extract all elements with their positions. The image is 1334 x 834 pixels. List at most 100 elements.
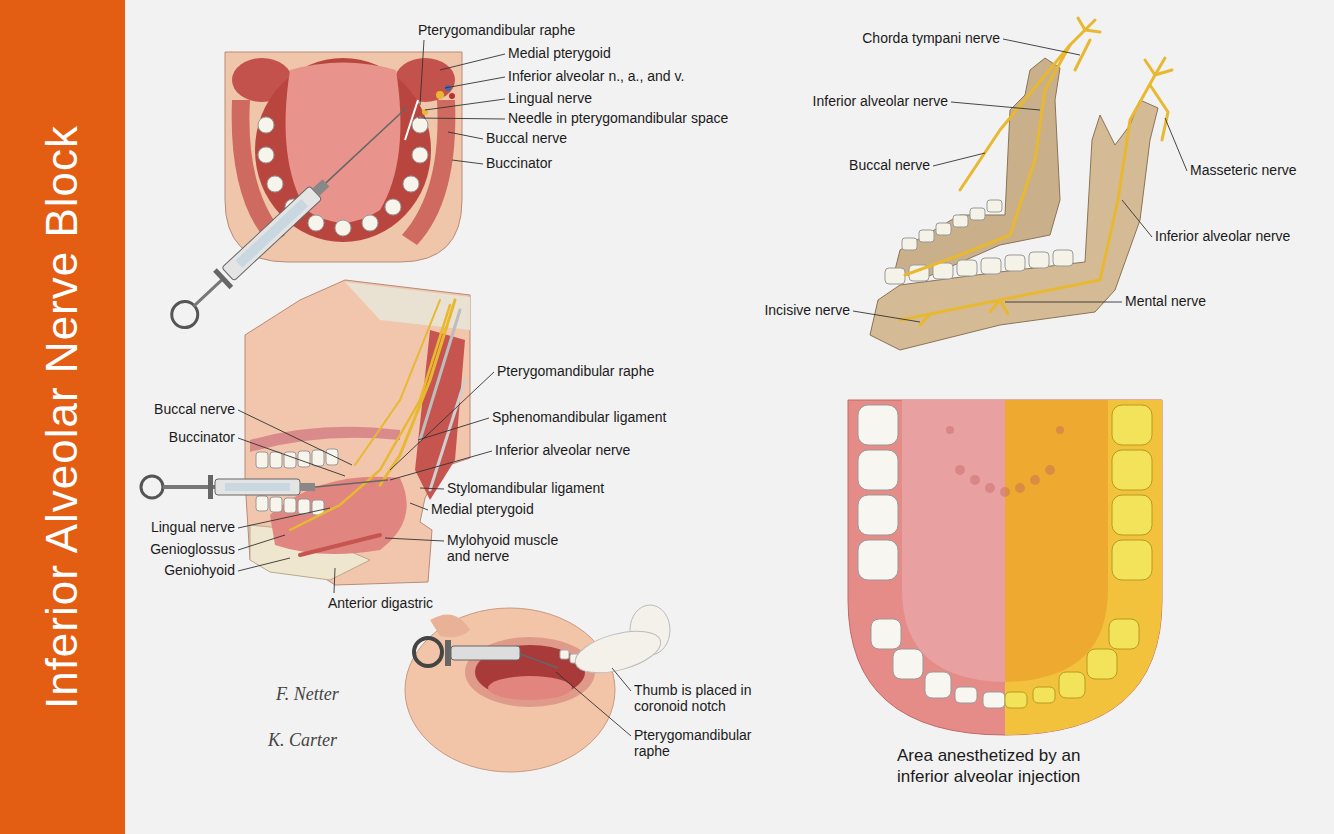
leader-line: [933, 153, 985, 166]
part-label: Inferior alveolar nerve: [495, 442, 630, 458]
part-label: Inferior alveolar n., a., and v.: [508, 68, 684, 84]
nerves-ligaments: [420, 310, 460, 440]
part-label: Genioglossus: [150, 541, 235, 557]
part-label: Mylohyoid muscle and nerve: [447, 532, 572, 564]
teeth: [871, 619, 901, 649]
leader-line: [853, 311, 920, 322]
part-label: Stylomandibular ligament: [447, 480, 604, 496]
tissue: [225, 52, 462, 262]
teeth: [936, 223, 951, 235]
syringe: [235, 199, 308, 268]
teeth: [933, 263, 953, 279]
tongue: [488, 676, 572, 700]
teeth: [270, 452, 282, 468]
leader-line: [420, 488, 444, 489]
nerves: [920, 300, 1008, 325]
anesthetized-half: [1005, 400, 1108, 682]
papillae: [1000, 487, 1010, 497]
anesthetized-teeth: [1112, 450, 1152, 490]
part-label: Incisive nerve: [764, 302, 850, 318]
leader-line: [425, 99, 505, 110]
teeth: [256, 496, 268, 511]
anesthetized-area-view: [848, 400, 1162, 735]
syringe: [215, 479, 300, 495]
face: [405, 605, 670, 772]
part-label: Buccinator: [486, 155, 552, 171]
syringe: [141, 476, 163, 498]
papillae: [985, 483, 995, 493]
part-label: Medial pterygoid: [508, 45, 611, 61]
nerves: [900, 18, 1172, 325]
nerves-ligaments: [290, 305, 450, 530]
leader-line: [238, 438, 345, 476]
teeth: [335, 220, 351, 236]
part-label: Sphenomandibular ligament: [492, 409, 666, 425]
artery: [449, 93, 455, 99]
syringe: [141, 475, 388, 499]
teeth: [267, 176, 283, 192]
sagittal-section: [141, 280, 470, 585]
syringe: [414, 638, 442, 666]
leader-line: [1122, 200, 1152, 237]
leader-line: [238, 535, 285, 550]
part-label: Thumb is placed in coronoid notch: [634, 682, 752, 714]
head-section: [245, 280, 470, 585]
teeth: [957, 260, 977, 276]
syringe: [445, 640, 451, 666]
teeth: [885, 268, 905, 284]
medial-pterygoid: [415, 330, 465, 500]
part-label: Medial pterygoid: [431, 501, 534, 517]
syringe: [193, 277, 226, 308]
leader-line: [951, 102, 1040, 110]
teeth: [858, 495, 898, 535]
nerves-ligaments: [355, 300, 440, 465]
papillae: [1030, 475, 1040, 485]
teeth: [858, 540, 898, 580]
leader-line: [1003, 39, 1080, 55]
syringe: [225, 483, 290, 491]
face-skin: [405, 608, 615, 772]
part-label: Geniohyoid: [164, 562, 235, 578]
signature: K. Carter: [268, 732, 337, 748]
leader-line: [452, 160, 483, 164]
part-label: Buccal nerve: [154, 401, 235, 417]
part-label: Chorda tympani nerve: [862, 30, 1000, 46]
skull-bone: [345, 282, 470, 330]
palate: [250, 427, 400, 452]
syringe: [326, 107, 407, 183]
leader-line: [410, 503, 428, 510]
anesthetized-teeth: [1112, 495, 1152, 535]
title-band: [0, 0, 125, 834]
anesthetized-teeth: [1087, 649, 1117, 679]
part-label: Pterygomandibular raphe: [497, 363, 654, 379]
title-text: Inferior Alveolar Nerve Block: [37, 125, 87, 709]
nerve: [436, 91, 444, 99]
part-label: Anterior digastric: [328, 595, 433, 611]
syringe: [163, 485, 215, 489]
teeth: [902, 238, 917, 250]
teeth: [1005, 255, 1025, 271]
anesthetized-half: [1005, 400, 1162, 735]
nerves: [1145, 58, 1172, 75]
nerves: [960, 45, 1070, 190]
papillae: [1056, 426, 1064, 434]
teeth: [987, 200, 1002, 212]
teeth: [858, 450, 898, 490]
nerves: [900, 75, 1155, 320]
syringe: [451, 646, 520, 660]
teeth: [970, 208, 985, 220]
teeth: [858, 405, 898, 445]
syringe: [208, 475, 213, 499]
leader-line: [334, 568, 335, 593]
part-label: Masseteric nerve: [1190, 162, 1297, 178]
teeth: [885, 250, 1073, 284]
teeth: [560, 650, 569, 659]
syringe: [414, 638, 558, 668]
leader-line: [238, 508, 330, 528]
syringe: [520, 654, 558, 668]
teeth: [953, 215, 968, 227]
part-label: Pterygomandibular raphe: [634, 727, 769, 759]
leader-line: [238, 558, 290, 571]
teeth: [412, 147, 428, 163]
part-label: Mental nerve: [1125, 293, 1206, 309]
